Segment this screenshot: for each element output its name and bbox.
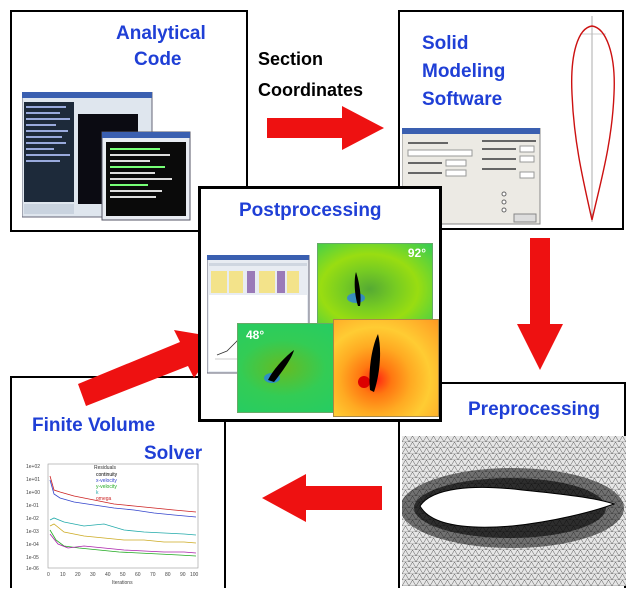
- residuals-plot: 1e+02 1e+01 1e+00 1e-01 1e-02 1e-03 1e-0…: [26, 463, 199, 586]
- residual-line-continuity: [49, 475, 197, 513]
- x-tick-label: 60: [135, 572, 141, 578]
- y-tick-label: 1e-02: [26, 516, 39, 522]
- code-screenshot-image: [22, 92, 191, 221]
- contour-plot-48: 48°: [237, 323, 351, 413]
- residual-line-extra: [49, 533, 197, 554]
- arrow-right-icon: [267, 106, 384, 150]
- analytical-code-title-line2: Code: [134, 49, 182, 70]
- airfoil-shape-icon: [358, 334, 381, 392]
- postprocessing-title: Postprocessing: [239, 200, 382, 221]
- x-tick-label: 90: [180, 572, 186, 578]
- x-axis-label: Iterations: [112, 580, 133, 586]
- solid-modeling-title-line3: Software: [422, 89, 503, 110]
- contour-plot-pressure: [333, 319, 439, 417]
- preprocessing-title: Preprocessing: [468, 399, 600, 420]
- airfoil-shape-icon: [264, 350, 294, 383]
- contour-plot-92: 92°: [317, 243, 433, 327]
- legend-item: x-velocity: [96, 478, 117, 484]
- y-tick-label: 1e-06: [26, 566, 39, 572]
- postprocessing-box: Postprocessing 92° 48°: [198, 186, 442, 422]
- solid-modeling-box: Solid Modeling Software: [398, 10, 624, 230]
- x-tick-label: 0: [47, 572, 50, 578]
- x-tick-label: 40: [105, 572, 111, 578]
- legend-item: y-velocity: [96, 484, 117, 490]
- y-tick-label: 1e-01: [26, 503, 39, 509]
- x-tick-label: 50: [120, 572, 126, 578]
- analytical-code-title-line1: Analytical: [116, 23, 206, 44]
- x-tick-label: 20: [75, 572, 81, 578]
- solver-title-line2: Solver: [144, 443, 203, 464]
- residual-line-omega: [49, 529, 197, 557]
- airfoil-mesh-image: [402, 436, 626, 586]
- x-tick-label: 70: [150, 572, 156, 578]
- analytical-code-box: Analytical Code: [10, 10, 248, 232]
- x-tick-label: 30: [90, 572, 96, 578]
- residual-line-y-velocity: [49, 517, 197, 536]
- legend-title: Residuals: [94, 465, 116, 471]
- airfoil-section-outline-image: [570, 16, 615, 222]
- arrow-up-right-icon: [78, 330, 222, 406]
- angle-label-48: 48°: [246, 328, 265, 342]
- y-tick-label: 1e+01: [26, 477, 40, 483]
- y-tick-label: 1e+02: [26, 464, 40, 470]
- airfoil-shape-icon: [347, 272, 365, 306]
- connector-label-line1: Section: [258, 49, 324, 69]
- x-tick-label: 80: [165, 572, 171, 578]
- legend-item: omega: [96, 496, 112, 502]
- angle-label-92: 92°: [407, 246, 426, 260]
- y-tick-label: 1e-05: [26, 555, 39, 561]
- y-tick-label: 1e-04: [26, 542, 39, 548]
- arrow-down-icon: [517, 238, 563, 370]
- legend-item: continuity: [96, 472, 118, 478]
- connector-label-line2: Coordinates: [258, 80, 364, 100]
- solid-modeling-title-line2: Modeling: [422, 61, 506, 82]
- legend-item: k: [96, 490, 99, 496]
- x-tick-label: 100: [190, 572, 199, 578]
- finite-volume-solver-box: Finite Volume Solver 1e+02 1e+01 1e+00 1…: [10, 376, 226, 588]
- preprocessing-box: [398, 382, 626, 588]
- residual-line-k: [49, 523, 197, 544]
- solver-title-line1: Finite Volume: [32, 415, 156, 436]
- solid-modeling-title-line1: Solid: [422, 33, 469, 54]
- y-tick-label: 1e-03: [26, 529, 39, 535]
- y-tick-label: 1e+00: [26, 490, 40, 496]
- x-tick-label: 10: [60, 572, 66, 578]
- residual-line-x-velocity: [49, 479, 197, 518]
- arrow-left-icon: [262, 474, 382, 522]
